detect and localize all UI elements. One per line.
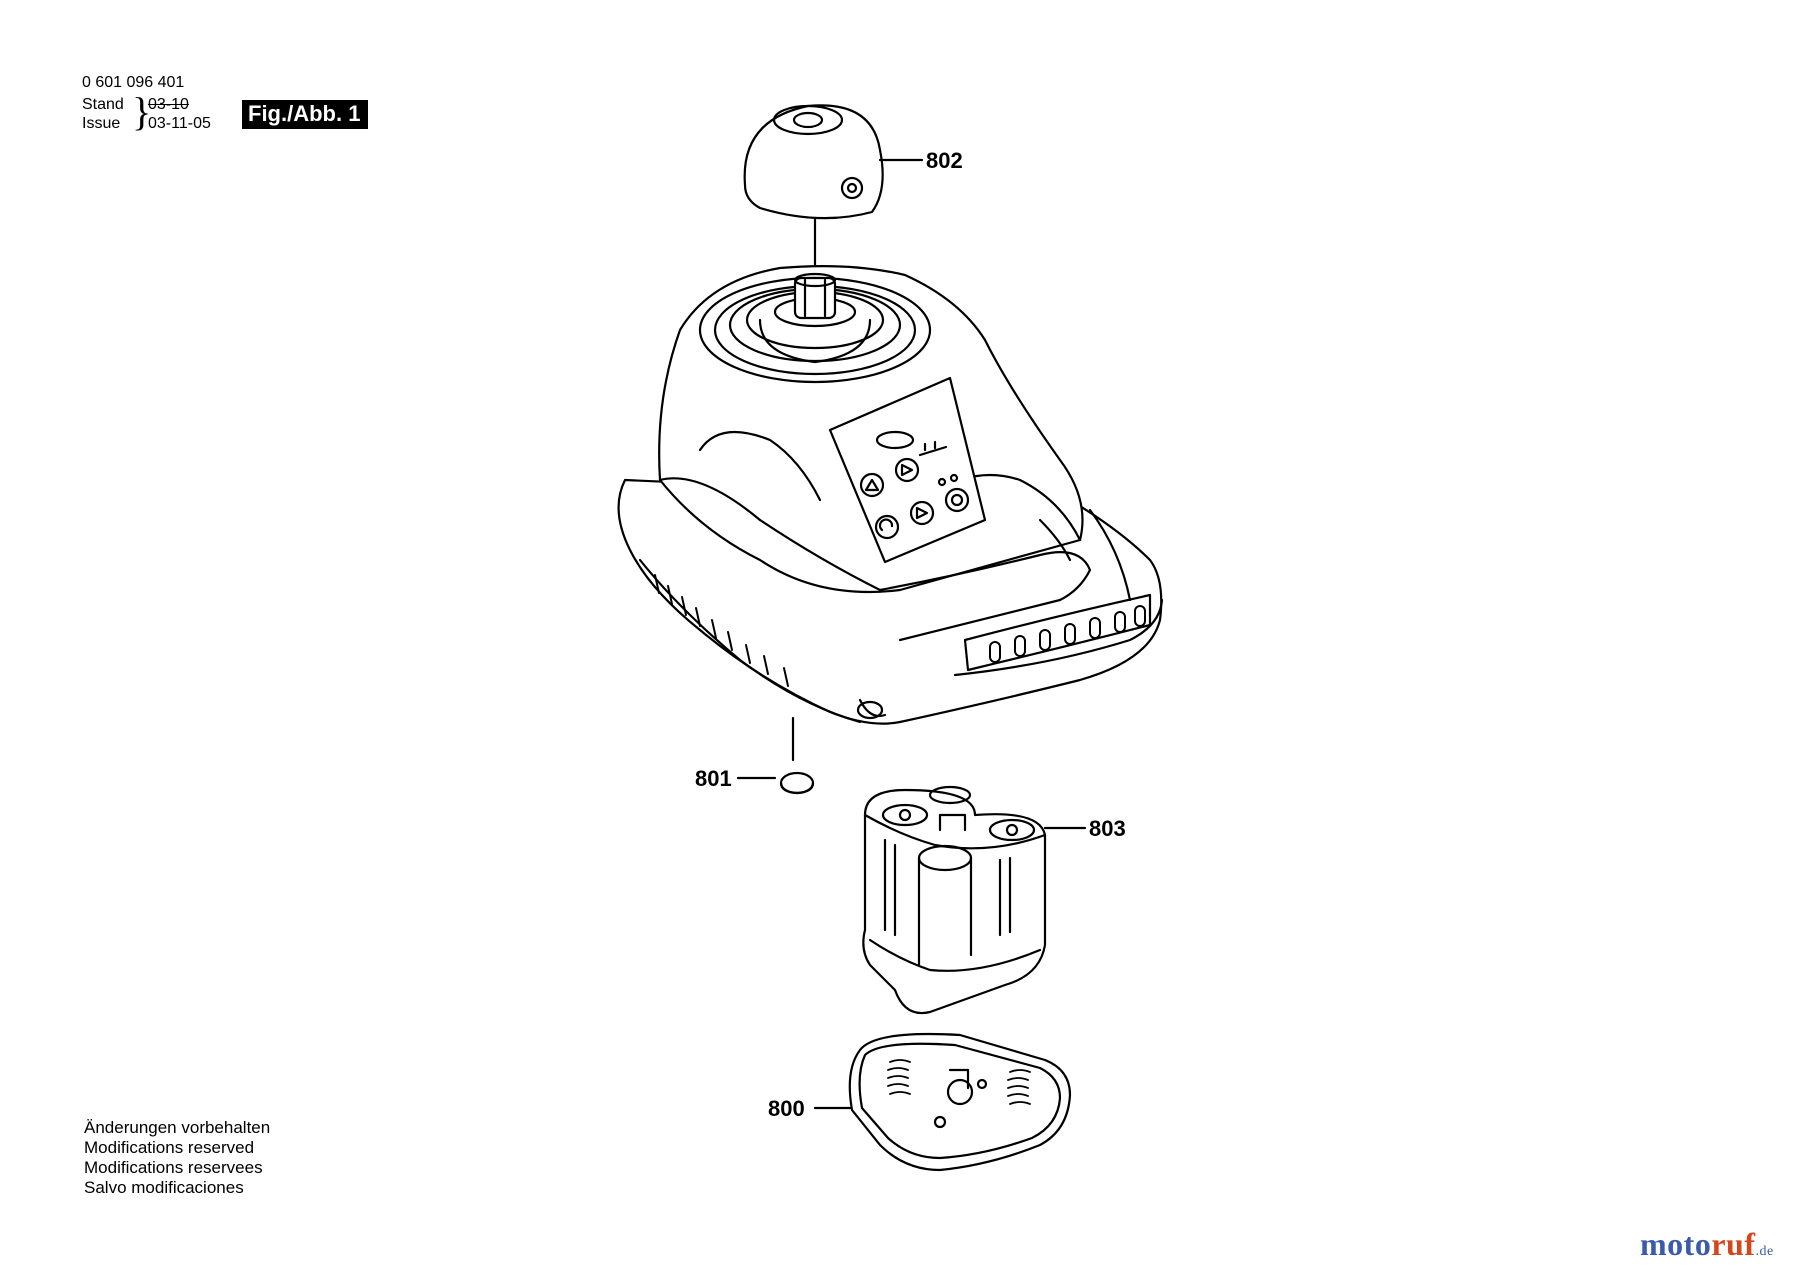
modification-notes: Änderungen vorbehalten Modifications res… bbox=[84, 1118, 270, 1198]
battery-cover-part-800 bbox=[813, 1032, 1072, 1172]
stand-label: Stand bbox=[82, 96, 124, 113]
stand-issue-block: Stand Issue } 03-10 03-11-05 bbox=[82, 92, 232, 136]
issue-value: 03-11-05 bbox=[148, 115, 211, 132]
foot-pad-part-801 bbox=[736, 771, 815, 795]
brand-part-1: moto bbox=[1640, 1226, 1712, 1262]
part-number: 0 601 096 401 bbox=[82, 74, 185, 91]
brand-part-2: ruf bbox=[1711, 1226, 1756, 1262]
note-de: Änderungen vorbehalten bbox=[84, 1118, 271, 1137]
brand-logo: motoruf.de bbox=[1640, 1226, 1774, 1263]
part-label-802: 802 bbox=[926, 148, 963, 173]
battery-holder-part-803 bbox=[862, 785, 1087, 1015]
brand-part-3: .de bbox=[1755, 1244, 1774, 1259]
laser-housing bbox=[617, 265, 1164, 762]
brace-glyph: } bbox=[132, 89, 152, 134]
stand-value: 03-10 bbox=[148, 96, 189, 113]
cap-part-802 bbox=[743, 104, 924, 272]
part-label-803: 803 bbox=[1089, 816, 1126, 841]
note-en: Modifications reserved bbox=[84, 1138, 255, 1157]
note-es: Salvo modificaciones bbox=[84, 1178, 244, 1197]
note-fr: Modifications reservees bbox=[84, 1158, 263, 1177]
issue-label: Issue bbox=[82, 115, 121, 132]
part-label-801: 801 bbox=[695, 766, 732, 791]
figure-label: Fig./Abb. 1 bbox=[242, 100, 369, 129]
part-label-800: 800 bbox=[768, 1096, 805, 1121]
